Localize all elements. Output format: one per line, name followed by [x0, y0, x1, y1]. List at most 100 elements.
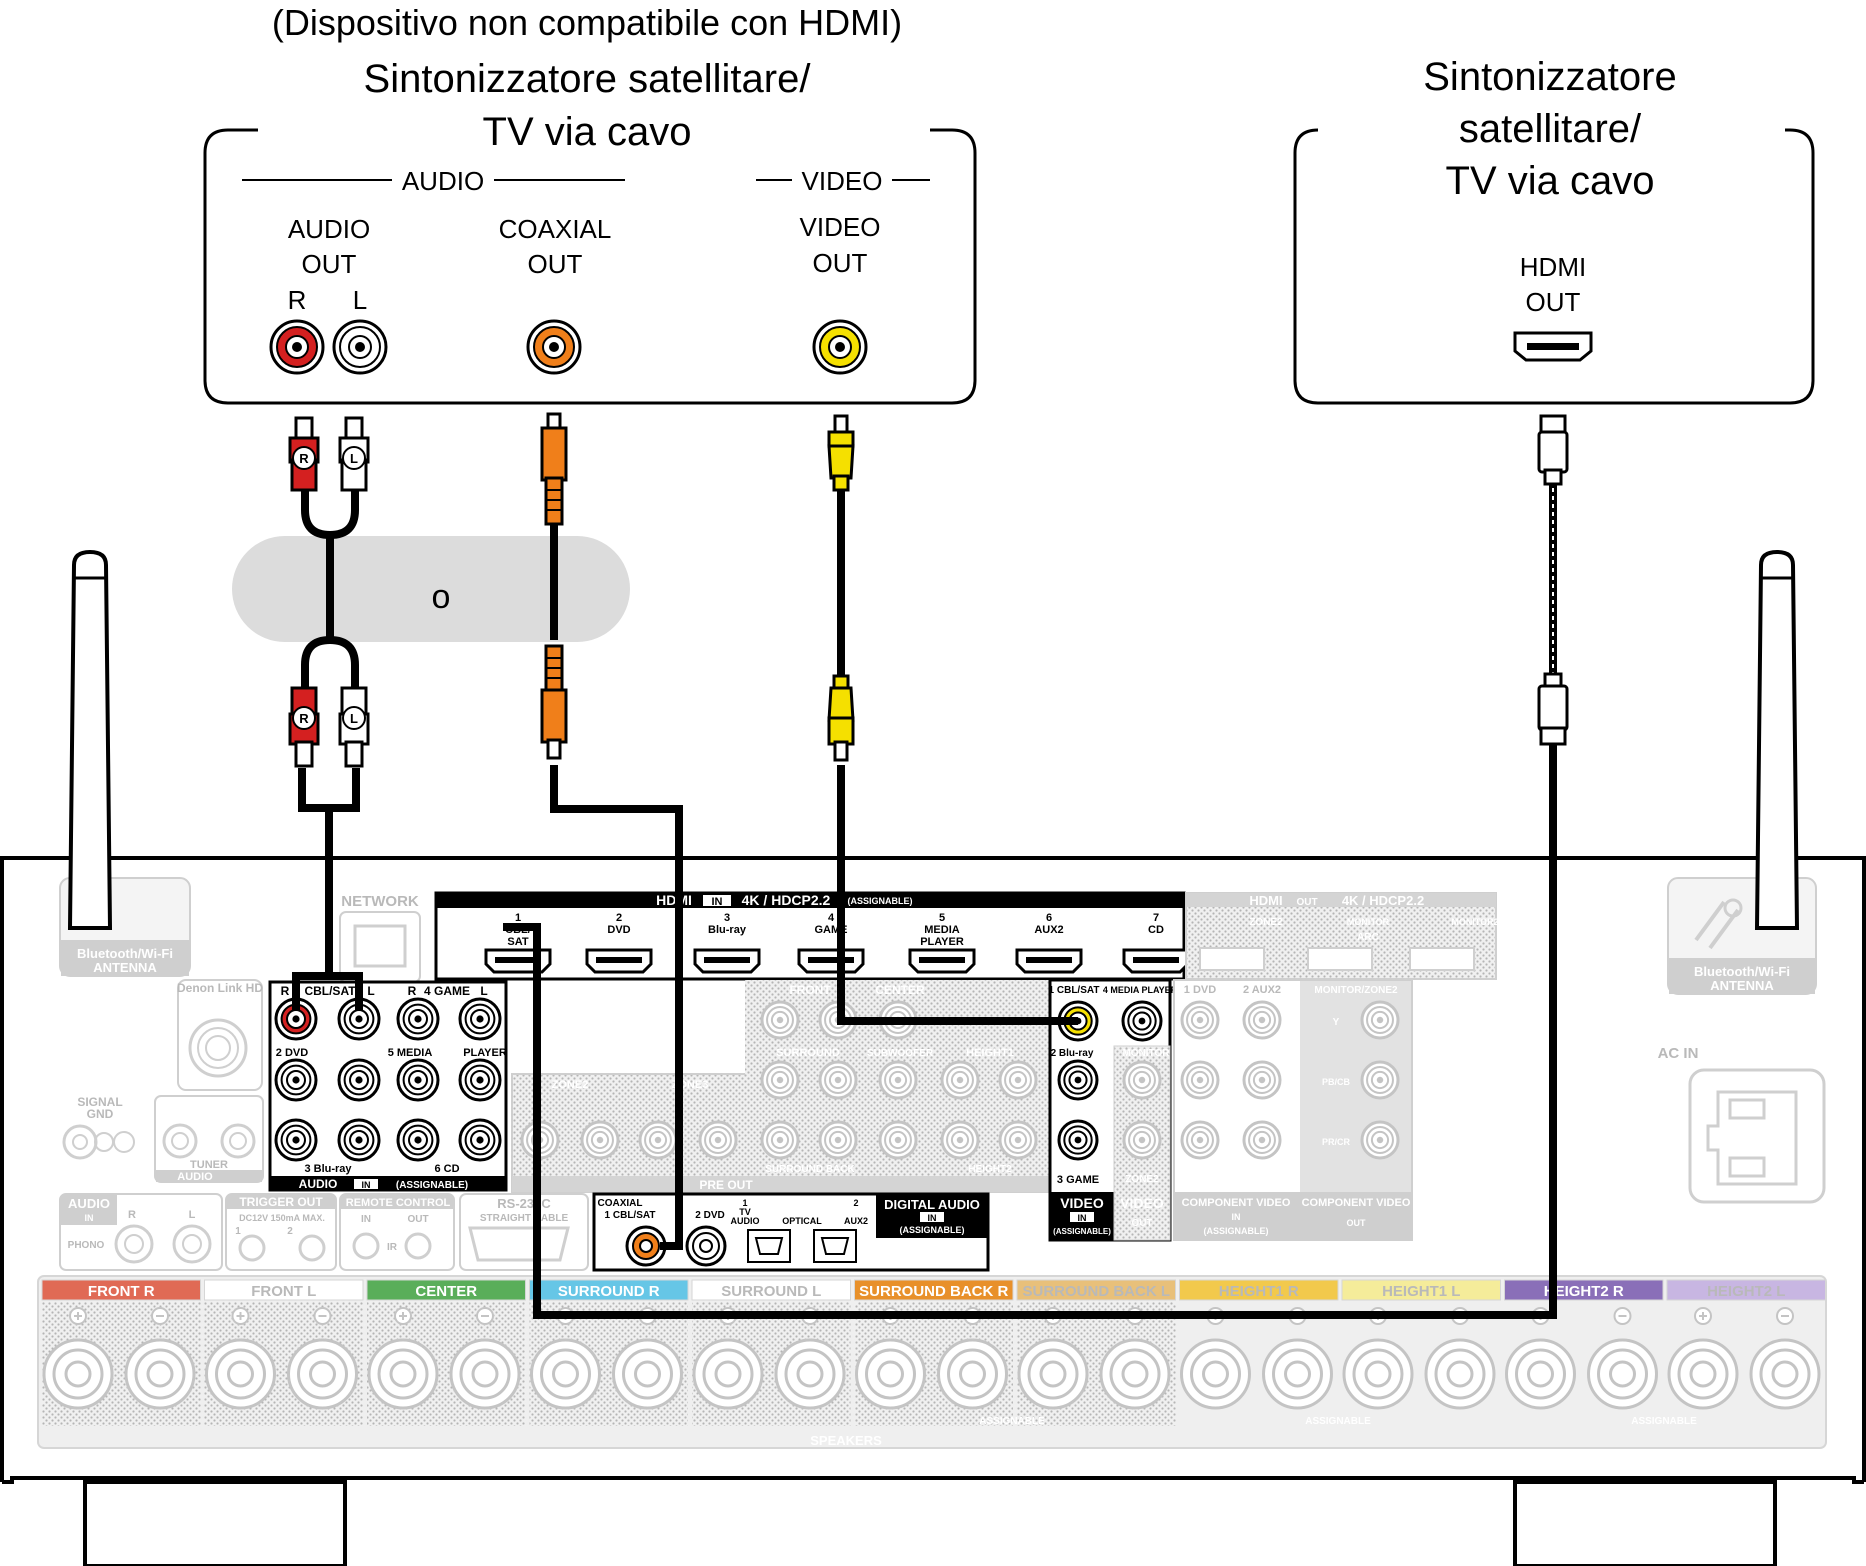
speakers-assignable-2: ASSIGNABLE: [1305, 1416, 1371, 1427]
preout-zone2: ZONE2: [552, 1079, 589, 1091]
rca-plug-white-bottom: [338, 686, 370, 768]
hdmi-out-port-icon: [1513, 331, 1593, 362]
audio-in-l-2: L: [480, 984, 487, 998]
digital-assign: (ASSIGNABLE): [900, 1225, 965, 1235]
receiver-chassis: [0, 856, 1866, 1484]
hdmi-in-port-4: [797, 948, 865, 974]
coaxial-out-label-2: OUT: [528, 249, 583, 279]
hdmi-out-monitor2: MONITOR2: [1451, 917, 1498, 927]
speaker-terminal-3-minus: [449, 1307, 521, 1410]
component-label-2: COMPONENT VIDEO: [1302, 1197, 1411, 1209]
plug-r-bottom: R: [299, 711, 309, 726]
phono-panel: [59, 1193, 223, 1271]
remote-control-panel: [339, 1193, 455, 1271]
orange-coaxial-jack: [526, 319, 582, 375]
phono-l: L: [189, 1209, 196, 1221]
speaker-label-9: HEIGHT1 L: [1382, 1283, 1460, 1300]
speaker-terminal-5-plus: [692, 1307, 764, 1410]
remote-ir: IR: [387, 1242, 398, 1253]
ac-inlet-icon: [1688, 1068, 1826, 1204]
receiver-feet: [83, 1480, 1777, 1566]
hdmi-in-spec: 4K / HDCP2.2: [742, 892, 831, 908]
video-out-tag: OUT: [1131, 1218, 1152, 1229]
component-pb: PB/CB: [1322, 1077, 1351, 1087]
speaker-group-1: FRONT R: [41, 1279, 201, 1426]
hdmi-in-port-3: [693, 948, 761, 974]
audio-in-jacks: [274, 997, 502, 1162]
ground-terminal-icon: [62, 1124, 135, 1160]
digital-optical: OPTICAL: [782, 1216, 822, 1226]
hdmi-out-zone2: ZONE2: [1249, 917, 1283, 928]
speaker-group-8: HEIGHT1 R: [1179, 1279, 1339, 1410]
speaker-terminal-3-plus: [367, 1307, 439, 1410]
component-jacks: [1180, 1000, 1400, 1160]
video-in-jack-1: [1057, 1000, 1099, 1042]
hdmi-out-label-2: OUT: [1526, 287, 1581, 317]
speaker-label-5: SURROUND L: [721, 1283, 821, 1300]
hdmi-in-port-5: [908, 948, 976, 974]
component-in-jack-0-0: [1180, 1000, 1220, 1040]
trigger-label: TRIGGER OUT: [239, 1195, 323, 1209]
hdmi-in-num-7: 7: [1153, 912, 1159, 924]
component-aux2: 2 AUX2: [1243, 984, 1281, 996]
hdmi-in-header: HDMI: [656, 892, 692, 908]
left-device-name-2: TV via cavo: [483, 110, 692, 154]
preout-jack-15: [940, 1120, 980, 1160]
audio-in-jack-2-0: [274, 1118, 318, 1162]
component-out-jack-0: [1360, 1000, 1400, 1040]
digital-header: DIGITAL AUDIO: [884, 1197, 980, 1212]
right-device-box: [1293, 128, 1815, 405]
video-in-bluray: 2 Blu-ray: [1051, 1048, 1094, 1059]
rca-plug-red-top: [288, 416, 320, 492]
speaker-group-10: HEIGHT2 R: [1504, 1279, 1664, 1410]
video-out-label-2: OUT: [813, 248, 868, 278]
video-in-media: 4 MEDIA PLAYER: [1103, 985, 1178, 995]
digital-tv: TV: [739, 1207, 751, 1217]
component-assign: (ASSIGNABLE): [1204, 1226, 1269, 1236]
denon-link-port: [177, 979, 263, 1091]
component-in-jack-1-0: [1242, 1000, 1282, 1040]
bt-antenna-right-2: ANTENNA: [1710, 978, 1774, 993]
component-in-jack-0-1: [1180, 1060, 1220, 1100]
audio-in-media: 5 MEDIA: [388, 1047, 433, 1059]
speaker-terminal-1-plus: [42, 1307, 114, 1410]
audio-in-jack-0-3: [458, 997, 502, 1041]
white-rca-jack: [332, 319, 388, 375]
video-zone2-jack: [1122, 1120, 1162, 1160]
digital-coaxial: COAXIAL: [598, 1198, 643, 1209]
hdmi-out-label-1: HDMI: [1520, 252, 1586, 282]
plug-l-top: L: [350, 451, 358, 466]
speaker-label-1: FRONT R: [88, 1283, 155, 1300]
phono-audio-label: AUDIO: [68, 1196, 110, 1211]
plug-l-bottom: L: [350, 711, 358, 726]
speaker-terminal-2-minus: [287, 1307, 358, 1410]
audio-in-jack-0-0: [274, 997, 318, 1041]
speaker-label-3: CENTER: [415, 1283, 477, 1300]
digital-tag: IN: [928, 1213, 937, 1223]
video-monitor-jack: [1122, 1060, 1162, 1100]
speaker-label-6: SURROUND BACK R: [859, 1283, 1008, 1300]
video-in-jack-4: [1121, 1000, 1163, 1042]
preout-jack-4: [818, 1060, 858, 1100]
left-device-note: (Dispositivo non compatibile con HDMI): [272, 2, 902, 43]
speaker-label-7: SURROUND BACK L: [1023, 1283, 1171, 1300]
audio-in-jack-2-3: [458, 1118, 502, 1162]
preout-surround-back: SURROUND BACK: [765, 1164, 855, 1175]
audio-group-label: AUDIO: [402, 166, 484, 196]
remote-label: REMOTE CONTROL: [346, 1197, 451, 1209]
speaker-group-7: SURROUND BACK L: [1016, 1279, 1176, 1426]
yellow-video-jack: [812, 319, 868, 375]
preout-jack-0: [760, 1000, 800, 1040]
audio-in-dvd: 2 DVD: [276, 1047, 308, 1059]
preout-height1: HEIGHT1: [966, 1047, 1014, 1059]
audio-in-r-2: R: [408, 984, 417, 998]
speaker-terminal-1-minus: [124, 1307, 196, 1410]
speaker-group-6: SURROUND BACK R: [854, 1279, 1014, 1426]
coaxial-out-label-1: COAXIAL: [499, 214, 612, 244]
hdmi-in-num-3: 3: [724, 912, 730, 924]
preout-jack-16: [998, 1120, 1038, 1160]
speaker-group-9: HEIGHT1 L: [1341, 1279, 1501, 1410]
preout-jack-5: [878, 1060, 918, 1100]
trigger-2: 2: [287, 1226, 293, 1237]
